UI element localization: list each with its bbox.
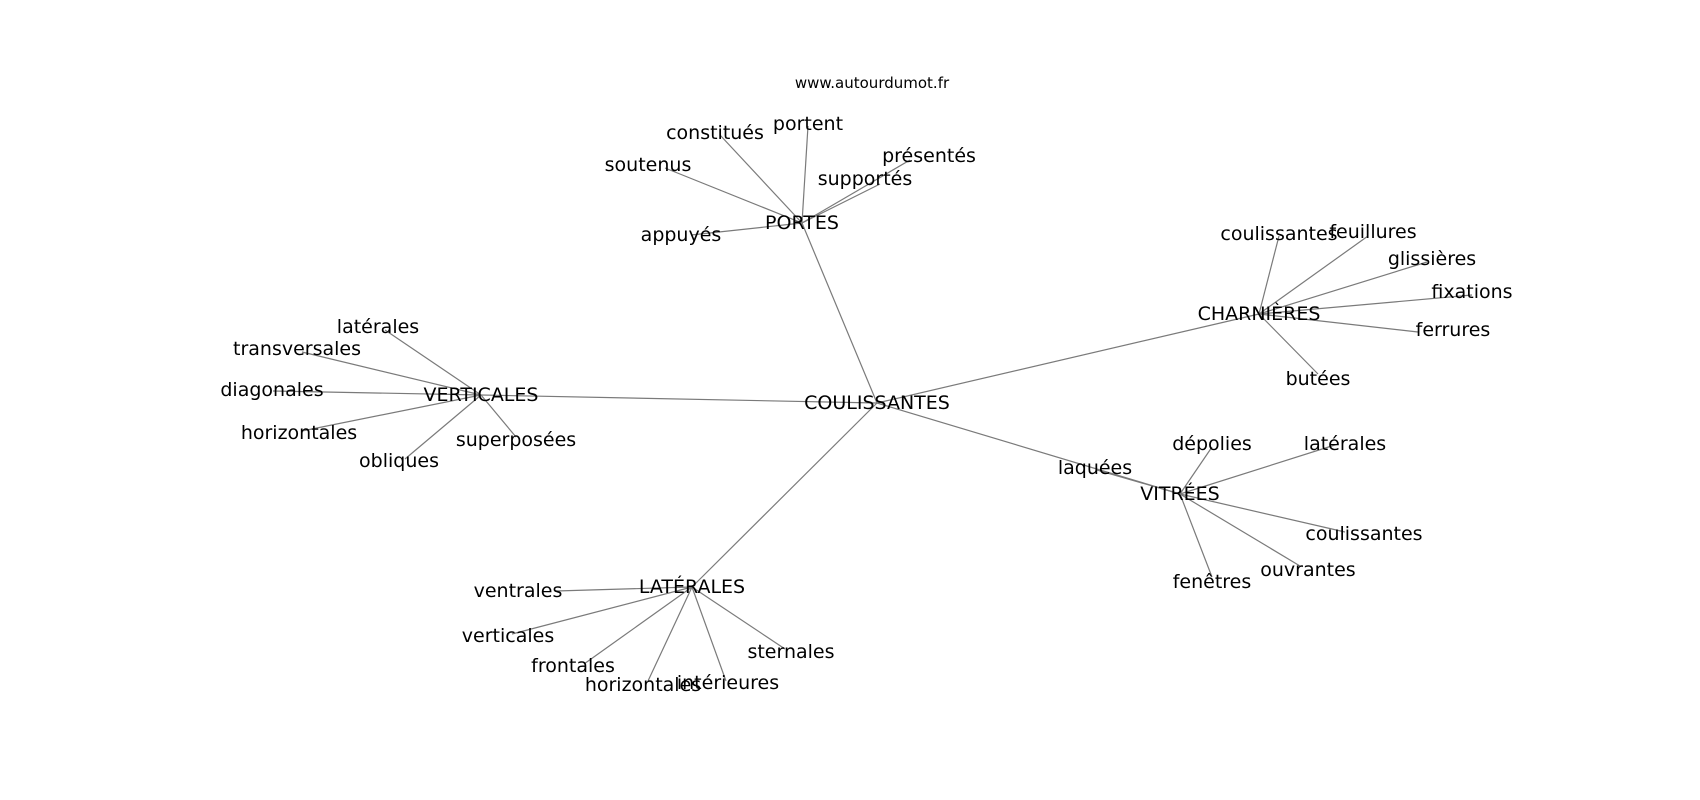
graph-edge — [1179, 493, 1213, 578]
hub-node: LATÉRALES — [639, 575, 745, 598]
leaf-node: dépolies — [1172, 433, 1252, 455]
graph-edge — [1179, 493, 1301, 567]
graph-edge — [511, 586, 693, 635]
leaf-node: portent — [773, 113, 843, 135]
graph-edge — [404, 394, 482, 460]
graph-edge — [691, 586, 786, 650]
leaf-node: transversales — [233, 338, 361, 360]
leaf-node: soutenus — [605, 154, 692, 176]
leaf-node: coulissantes — [1305, 523, 1422, 545]
leaf-node: glissières — [1388, 248, 1476, 270]
leaf-node: obliques — [359, 450, 439, 472]
graph-edge — [719, 134, 803, 224]
leaf-node: présentés — [882, 145, 976, 167]
graph-edge — [583, 586, 693, 665]
leaf-node: fenêtres — [1173, 571, 1252, 593]
graph-edge — [1258, 261, 1428, 315]
leaf-node: intérieures — [677, 672, 779, 694]
hub-node: VITRÉES — [1140, 482, 1219, 505]
graph-edge — [1179, 443, 1339, 495]
leaf-node: fixations — [1431, 281, 1512, 303]
graph-edge — [876, 313, 1260, 404]
leaf-node: sternales — [747, 641, 834, 663]
graph-edge — [1258, 235, 1280, 315]
leaf-node: superposées — [456, 429, 576, 451]
leaf-node: constitués — [666, 122, 764, 144]
leaf-node: supportés — [818, 168, 913, 190]
graph-edge — [384, 329, 482, 396]
graph-edge — [480, 394, 878, 404]
leaf-node: butées — [1286, 368, 1351, 390]
labels-layer: www.autourdumot.fr COULISSANTES PORTES c… — [220, 74, 1512, 696]
graph-edge — [691, 402, 878, 588]
graph-edge — [1096, 469, 1181, 495]
leaf-node: horizontales — [241, 422, 357, 444]
graph-edge — [1258, 313, 1319, 375]
graph-edge — [801, 125, 809, 224]
graph-edge — [1258, 313, 1419, 333]
leaf-node: frontales — [531, 655, 615, 677]
site-url: www.autourdumot.fr — [795, 74, 950, 92]
graph-edge — [801, 159, 911, 224]
leaf-node: diagonales — [220, 379, 323, 401]
leaf-node: feuillures — [1329, 221, 1416, 243]
leaf-node: horizontales — [585, 674, 701, 696]
graph-edge — [555, 586, 693, 592]
graph-edge — [272, 390, 482, 396]
leaf-node: laquées — [1058, 457, 1132, 479]
leaf-node: ferrures — [1416, 319, 1491, 341]
center-node: COULISSANTES — [804, 392, 950, 414]
graph-edge — [690, 222, 803, 236]
leaf-node: coulissantes — [1220, 223, 1337, 245]
graph-edge — [301, 394, 482, 432]
hub-node: PORTES — [765, 212, 839, 234]
graph-edge — [1258, 294, 1473, 315]
graph-edge — [301, 351, 482, 396]
graph-edge — [1179, 446, 1213, 495]
graph-edge — [480, 394, 517, 438]
edges-layer — [272, 125, 1473, 682]
leaf-node: ouvrantes — [1260, 559, 1355, 581]
graph-edge — [691, 586, 727, 682]
graph-edge — [801, 222, 878, 404]
leaf-node: latérales — [337, 316, 419, 338]
graph-edge — [1258, 235, 1369, 315]
leaf-node: appuyés — [641, 224, 722, 246]
leaf-node: latérales — [1304, 433, 1386, 455]
graph-edge — [647, 586, 693, 682]
graph-edge — [1179, 493, 1346, 533]
hub-node: CHARNIÈRES — [1198, 302, 1321, 325]
leaf-node: ventrales — [474, 580, 563, 602]
leaf-node: verticales — [462, 625, 554, 647]
hub-node: VERTICALES — [424, 384, 539, 406]
graph-edge — [664, 167, 803, 224]
graph-edge — [801, 183, 881, 224]
